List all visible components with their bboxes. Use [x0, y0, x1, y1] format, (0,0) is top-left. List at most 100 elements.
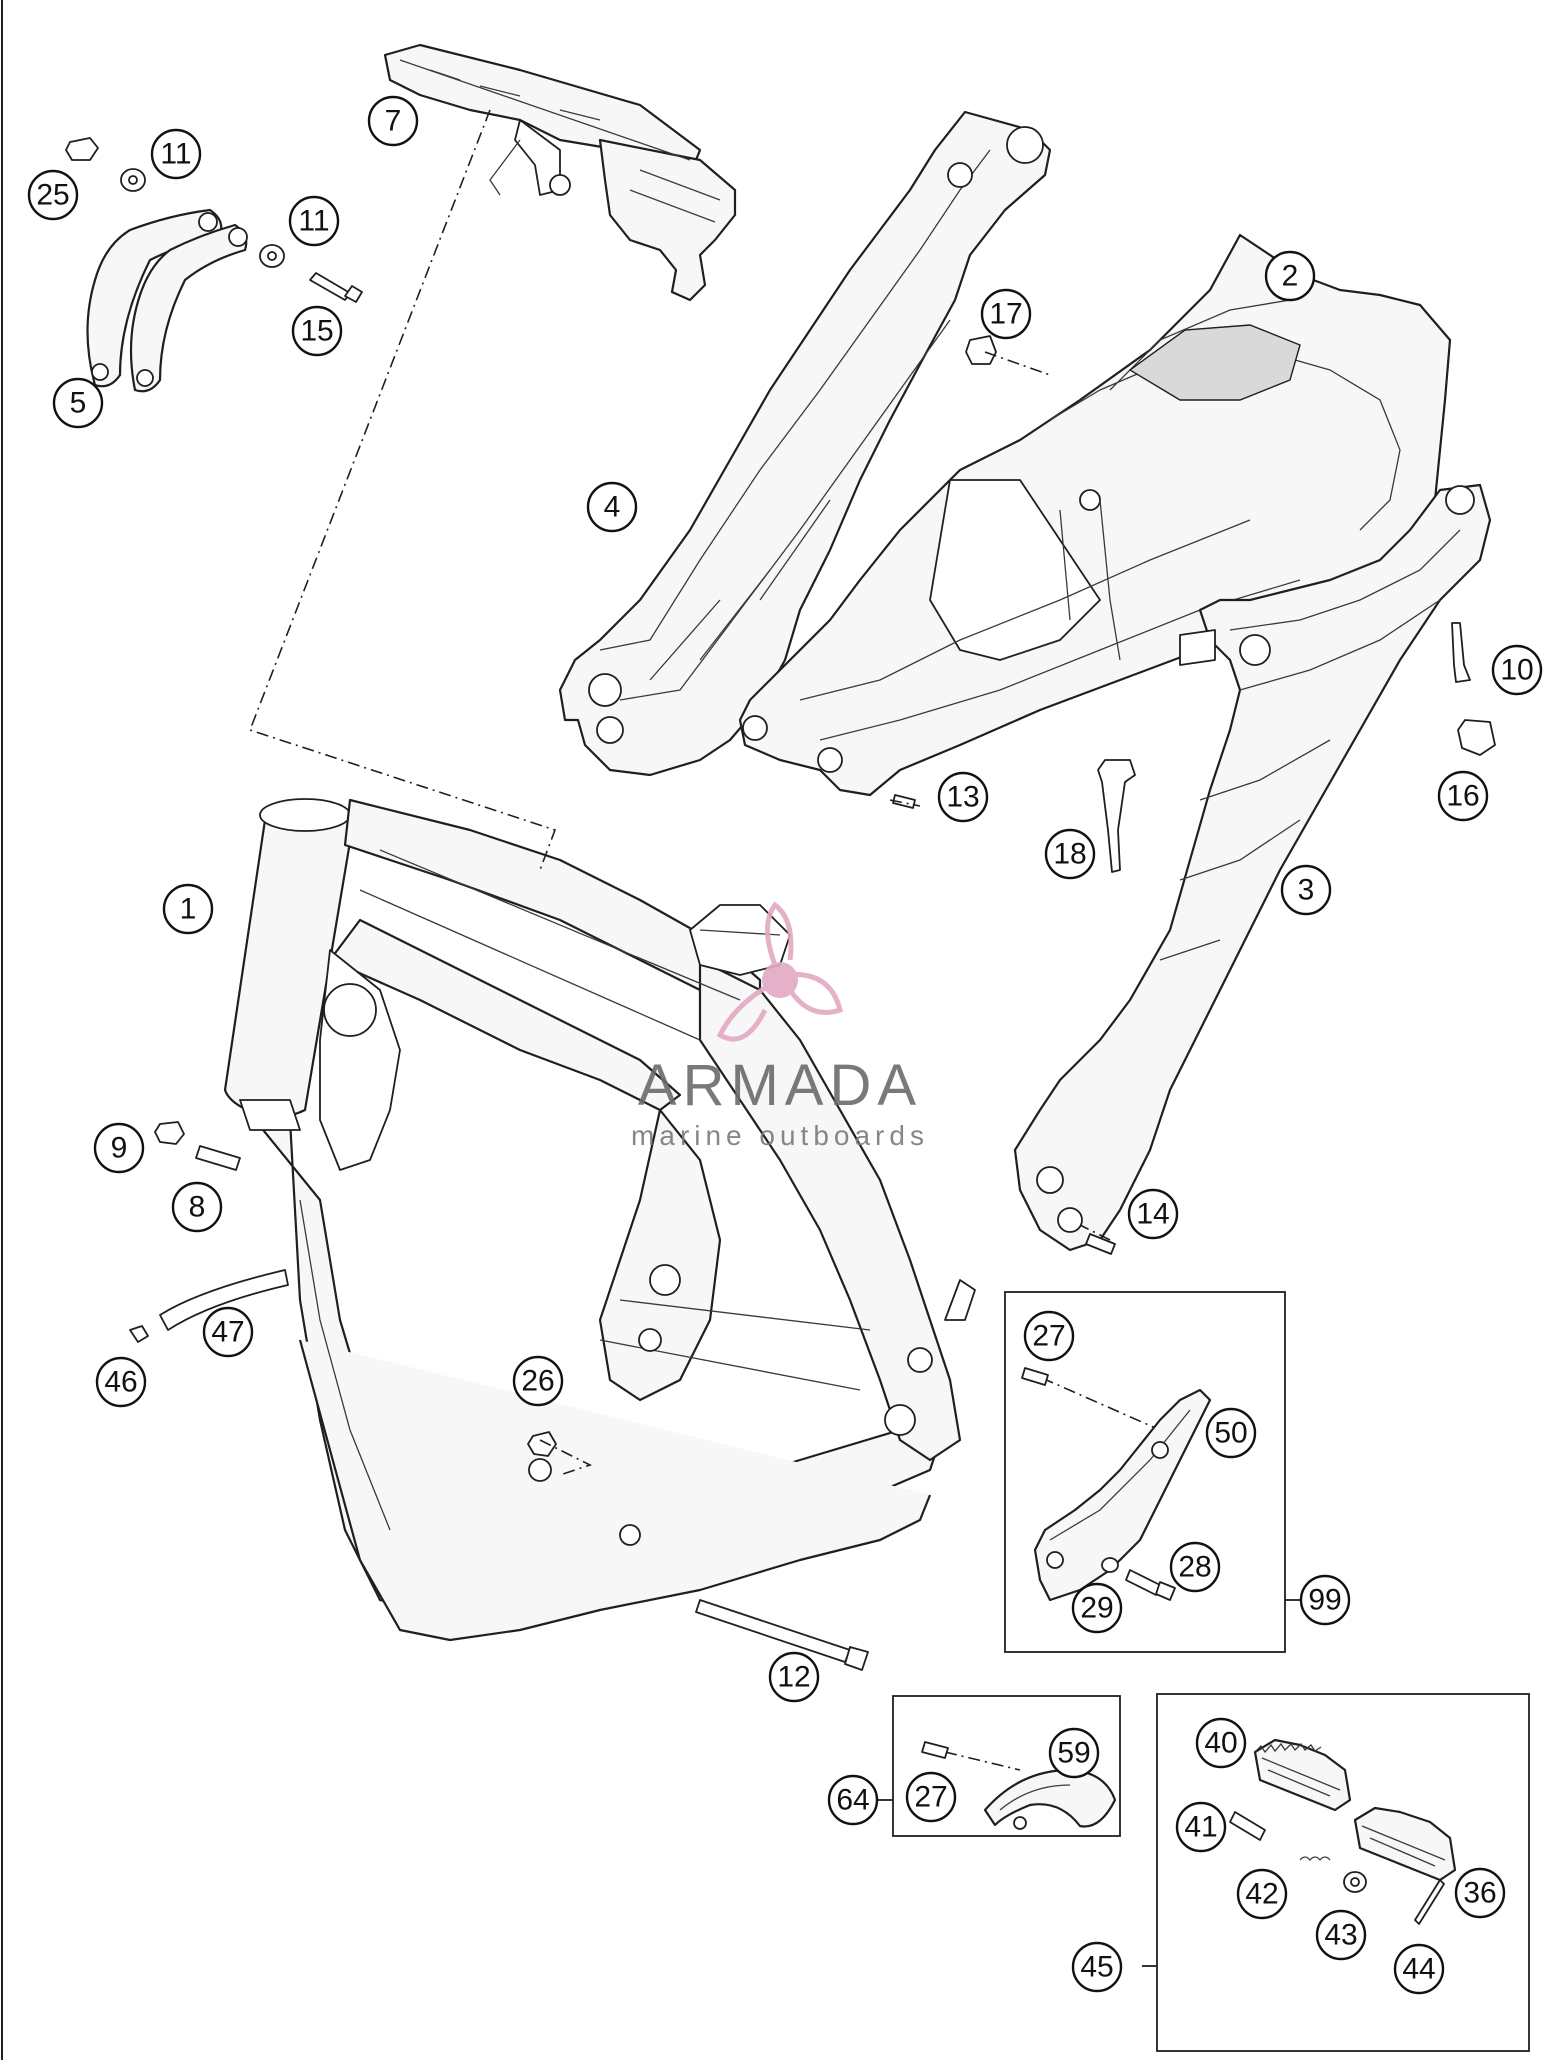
group-box-64: [878, 1695, 1121, 1837]
part-17-grommet: [965, 335, 997, 365]
part-46-clip: [129, 1325, 149, 1343]
svg-text:36: 36: [1463, 1877, 1496, 1910]
svg-text:47: 47: [211, 1316, 244, 1349]
callout-11-upper: 11: [150, 128, 202, 180]
leader-lines: [248, 109, 1161, 1771]
svg-text:26: 26: [521, 1365, 554, 1398]
part-1-main-frame: [223, 798, 976, 1642]
callout-4: 4: [586, 481, 638, 533]
svg-text:99: 99: [1308, 1584, 1341, 1617]
callout-99: 99: [1299, 1574, 1351, 1626]
callout-7: 7: [367, 95, 419, 147]
callout-29: 29: [1071, 1582, 1123, 1634]
part-29-washer: [1101, 1557, 1119, 1573]
callout-9: 9: [93, 1122, 145, 1174]
callout-2: 2: [1264, 250, 1316, 302]
propeller-icon: [716, 901, 843, 1042]
part-2-subframe: [738, 233, 1452, 797]
svg-text:44: 44: [1402, 1953, 1435, 1986]
svg-text:45: 45: [1080, 1951, 1113, 1984]
svg-text:18: 18: [1053, 838, 1086, 871]
svg-text:25: 25: [36, 179, 69, 212]
svg-text:9: 9: [111, 1132, 128, 1165]
svg-text:11: 11: [298, 205, 329, 238]
part-27-bolt-upper: [1021, 1367, 1049, 1386]
svg-text:64: 64: [836, 1784, 869, 1817]
callout-64: 64: [827, 1774, 879, 1826]
part-28-bolt: [1125, 1569, 1161, 1596]
hardware-parts: [65, 137, 1496, 1671]
svg-text:42: 42: [1245, 1878, 1278, 1911]
part-12-axle-bolt: [695, 1599, 851, 1663]
callout-27-upper: 27: [1023, 1310, 1075, 1362]
svg-text:17: 17: [989, 298, 1022, 331]
svg-text:40: 40: [1204, 1727, 1237, 1760]
callout-28: 28: [1169, 1541, 1221, 1593]
part-44-cotter-pin: [1414, 1879, 1445, 1925]
callout-13: 13: [937, 771, 989, 823]
callout-42: 42: [1236, 1868, 1288, 1920]
svg-text:27: 27: [914, 1781, 947, 1814]
part-18-clip: [1097, 759, 1136, 873]
callout-27-lower: 27: [905, 1771, 957, 1823]
callout-26: 26: [512, 1355, 564, 1407]
callout-17: 17: [980, 288, 1032, 340]
callout-46: 46: [95, 1356, 147, 1408]
svg-text:11: 11: [160, 138, 191, 171]
svg-text:10: 10: [1500, 654, 1533, 687]
callout-45: 45: [1071, 1941, 1123, 1993]
part-14-bolt: [1085, 1233, 1116, 1255]
callout-8: 8: [171, 1181, 223, 1233]
svg-text:3: 3: [1298, 874, 1315, 907]
part-9-nut: [154, 1121, 185, 1145]
callout-43: 43: [1315, 1909, 1367, 1961]
callout-5: 5: [52, 377, 104, 429]
group-box-99: [1004, 1291, 1300, 1653]
part-27-bolt-lower: [921, 1741, 949, 1759]
watermark: ARMADA marine outboards: [631, 901, 924, 1151]
svg-text:4: 4: [604, 491, 621, 524]
watermark-brand: ARMADA: [638, 1053, 922, 1118]
callout-11-lower: 11: [288, 195, 340, 247]
callout-59: 59: [1048, 1727, 1100, 1779]
callout-10: 10: [1491, 644, 1543, 696]
svg-text:7: 7: [385, 105, 402, 138]
svg-text:15: 15: [300, 315, 333, 348]
callout-16: 16: [1437, 770, 1489, 822]
part-41-pin: [1229, 1811, 1266, 1841]
callout-18: 18: [1044, 828, 1096, 880]
part-8-bolt: [195, 1145, 241, 1171]
svg-text:27: 27: [1032, 1320, 1065, 1353]
part-59-slider: [983, 1768, 1117, 1828]
svg-text:5: 5: [70, 387, 87, 420]
svg-text:43: 43: [1324, 1919, 1357, 1952]
callout-40: 40: [1195, 1717, 1247, 1769]
part-10-rivet: [1451, 622, 1471, 683]
callout-25: 25: [27, 169, 79, 221]
svg-text:12: 12: [777, 1661, 810, 1694]
part-7-bracket: [383, 43, 737, 302]
part-47-hose: [159, 1269, 289, 1331]
callout-15: 15: [291, 305, 343, 357]
callout-1: 1: [162, 883, 214, 935]
svg-text:14: 14: [1136, 1198, 1169, 1231]
svg-text:50: 50: [1214, 1417, 1247, 1450]
callout-47: 47: [202, 1306, 254, 1358]
part-5-guard-bracket: [86, 208, 248, 393]
callout-41: 41: [1175, 1801, 1227, 1853]
callout-14: 14: [1127, 1188, 1179, 1240]
part-16-grommet: [1457, 719, 1496, 756]
callout-44: 44: [1393, 1943, 1445, 1995]
svg-text:1: 1: [180, 893, 197, 926]
svg-text:16: 16: [1446, 780, 1479, 813]
callout-36: 36: [1454, 1867, 1506, 1919]
part-26-nut: [527, 1431, 557, 1457]
callout-50: 50: [1205, 1407, 1257, 1459]
part-42-spring: [1299, 1856, 1331, 1862]
svg-text:41: 41: [1184, 1811, 1217, 1844]
svg-text:2: 2: [1282, 260, 1299, 293]
part-50-chain-guide: [1033, 1388, 1212, 1602]
svg-text:28: 28: [1178, 1551, 1211, 1584]
